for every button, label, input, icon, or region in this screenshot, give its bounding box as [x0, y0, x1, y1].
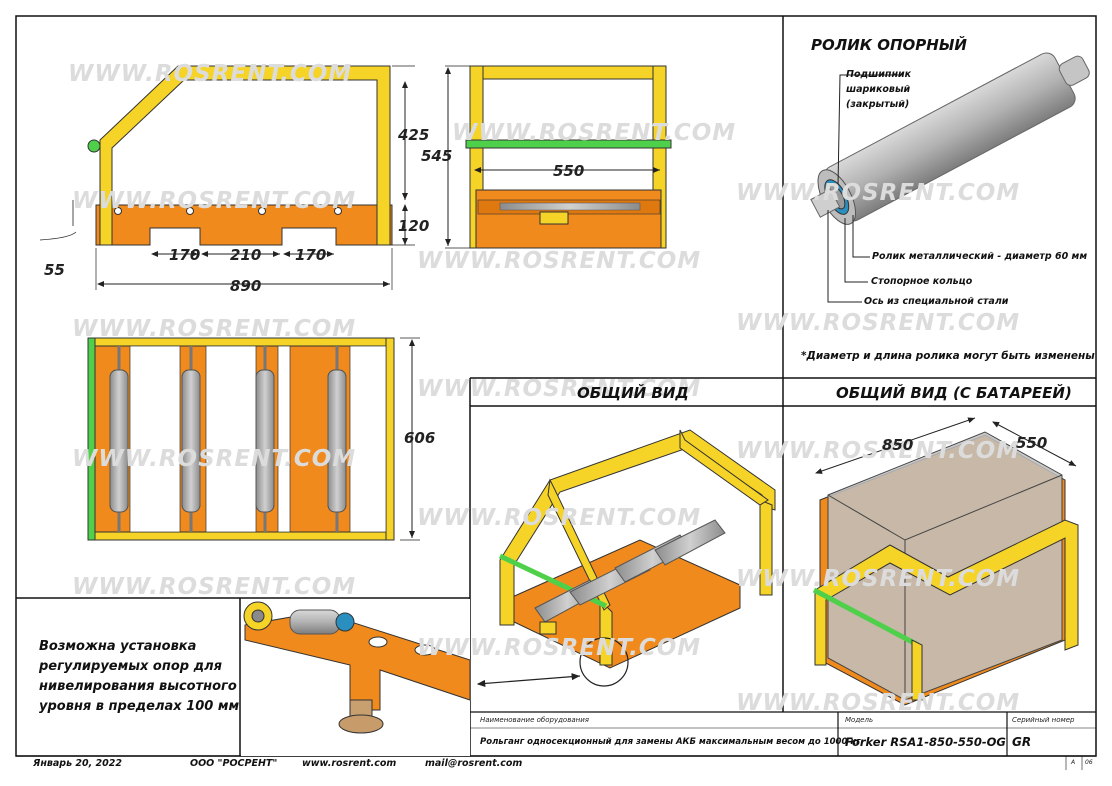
roller-label: Ролик металлический - диаметр 60 мм	[872, 251, 1088, 262]
watermark: WWW.ROSRENT.COM	[736, 180, 1021, 206]
support-note: Возможна установка регулируемых опор для…	[39, 637, 239, 717]
watermark: WWW.ROSRENT.COM	[736, 690, 1021, 716]
model-value: Forker RSA1-850-550-OG	[845, 735, 1006, 749]
support-note-line: нивелирования высотного	[39, 679, 237, 694]
ring-label: Стопорное кольцо	[871, 276, 973, 287]
roller-footnote: *Диаметр и длина ролика могут быть измен…	[801, 350, 1095, 362]
bearing-label: Подшипник	[846, 69, 912, 80]
watermark: WWW.ROSRENT.COM	[417, 505, 702, 531]
sheet-format: A	[1071, 759, 1076, 766]
dim-label-425: 425	[398, 126, 430, 144]
dim-label-170: 170	[295, 246, 327, 264]
roller-detail	[810, 52, 1090, 303]
sheet-number: 06	[1085, 759, 1093, 766]
battery-view-iso	[812, 417, 1079, 706]
watermark: WWW.ROSRENT.COM	[72, 316, 357, 342]
footer-email[interactable]: mail@rosrent.com	[425, 758, 523, 769]
bearing-label: шариковый	[846, 84, 911, 95]
front-view	[445, 65, 672, 249]
roller-title: РОЛИК ОПОРНЫЙ	[811, 36, 967, 54]
watermark: WWW.ROSRENT.COM	[736, 438, 1021, 464]
dim-label-55: 55	[44, 261, 65, 279]
footer-website[interactable]: www.rosrent.com	[302, 758, 397, 769]
footer-company: ООО "РОСРЕНТ"	[190, 758, 278, 769]
top-view	[87, 337, 420, 541]
watermark: WWW.ROSRENT.COM	[736, 566, 1021, 592]
dim-label-170: 170	[169, 246, 201, 264]
watermark: WWW.ROSRENT.COM	[417, 376, 702, 402]
bearing-label: (закрытый)	[846, 99, 910, 110]
side-view	[39, 65, 415, 290]
support-note-line: Возможна установка	[39, 639, 197, 654]
watermark: WWW.ROSRENT.COM	[72, 446, 357, 472]
dim-label-850: 850	[882, 436, 914, 454]
watermark: WWW.ROSRENT.COM	[417, 635, 702, 661]
dim-label-120: 120	[398, 217, 430, 235]
equipment-value: Рольганг односекционный для замены АКБ м…	[480, 737, 861, 747]
dim-label-210: 210	[230, 246, 262, 264]
watermark: WWW.ROSRENT.COM	[452, 120, 737, 146]
general-view-iso	[476, 429, 776, 688]
watermark: WWW.ROSRENT.COM	[68, 61, 353, 87]
watermark: WWW.ROSRENT.COM	[72, 574, 357, 600]
equipment-label: Наименование оборудования	[480, 716, 589, 724]
general-view-title: ОБЩИЙ ВИД	[577, 384, 689, 402]
serial-value: GR	[1012, 735, 1032, 749]
footer-date: Январь 20, 2022	[33, 758, 122, 769]
dim-label-890: 890	[230, 277, 262, 295]
watermark: WWW.ROSRENT.COM	[736, 310, 1021, 336]
serial-label: Серийный номер	[1012, 716, 1075, 724]
model-label: Модель	[845, 716, 874, 724]
axle-label: Ось из специальной стали	[864, 296, 1009, 307]
watermark: WWW.ROSRENT.COM	[417, 248, 702, 274]
support-note-line: регулируемых опор для	[39, 659, 222, 674]
foot-detail	[241, 599, 471, 756]
support-note-line: уровня в пределах 100 мм	[39, 699, 240, 714]
dim-label-545: 545	[421, 147, 453, 165]
dim-label-550: 550	[553, 162, 585, 180]
dim-label-550: 550	[1016, 434, 1048, 452]
watermark: WWW.ROSRENT.COM	[72, 188, 357, 214]
battery-view-title: ОБЩИЙ ВИД (С БАТАРЕЕЙ)	[836, 384, 1072, 402]
dim-label-606: 606	[404, 429, 436, 447]
